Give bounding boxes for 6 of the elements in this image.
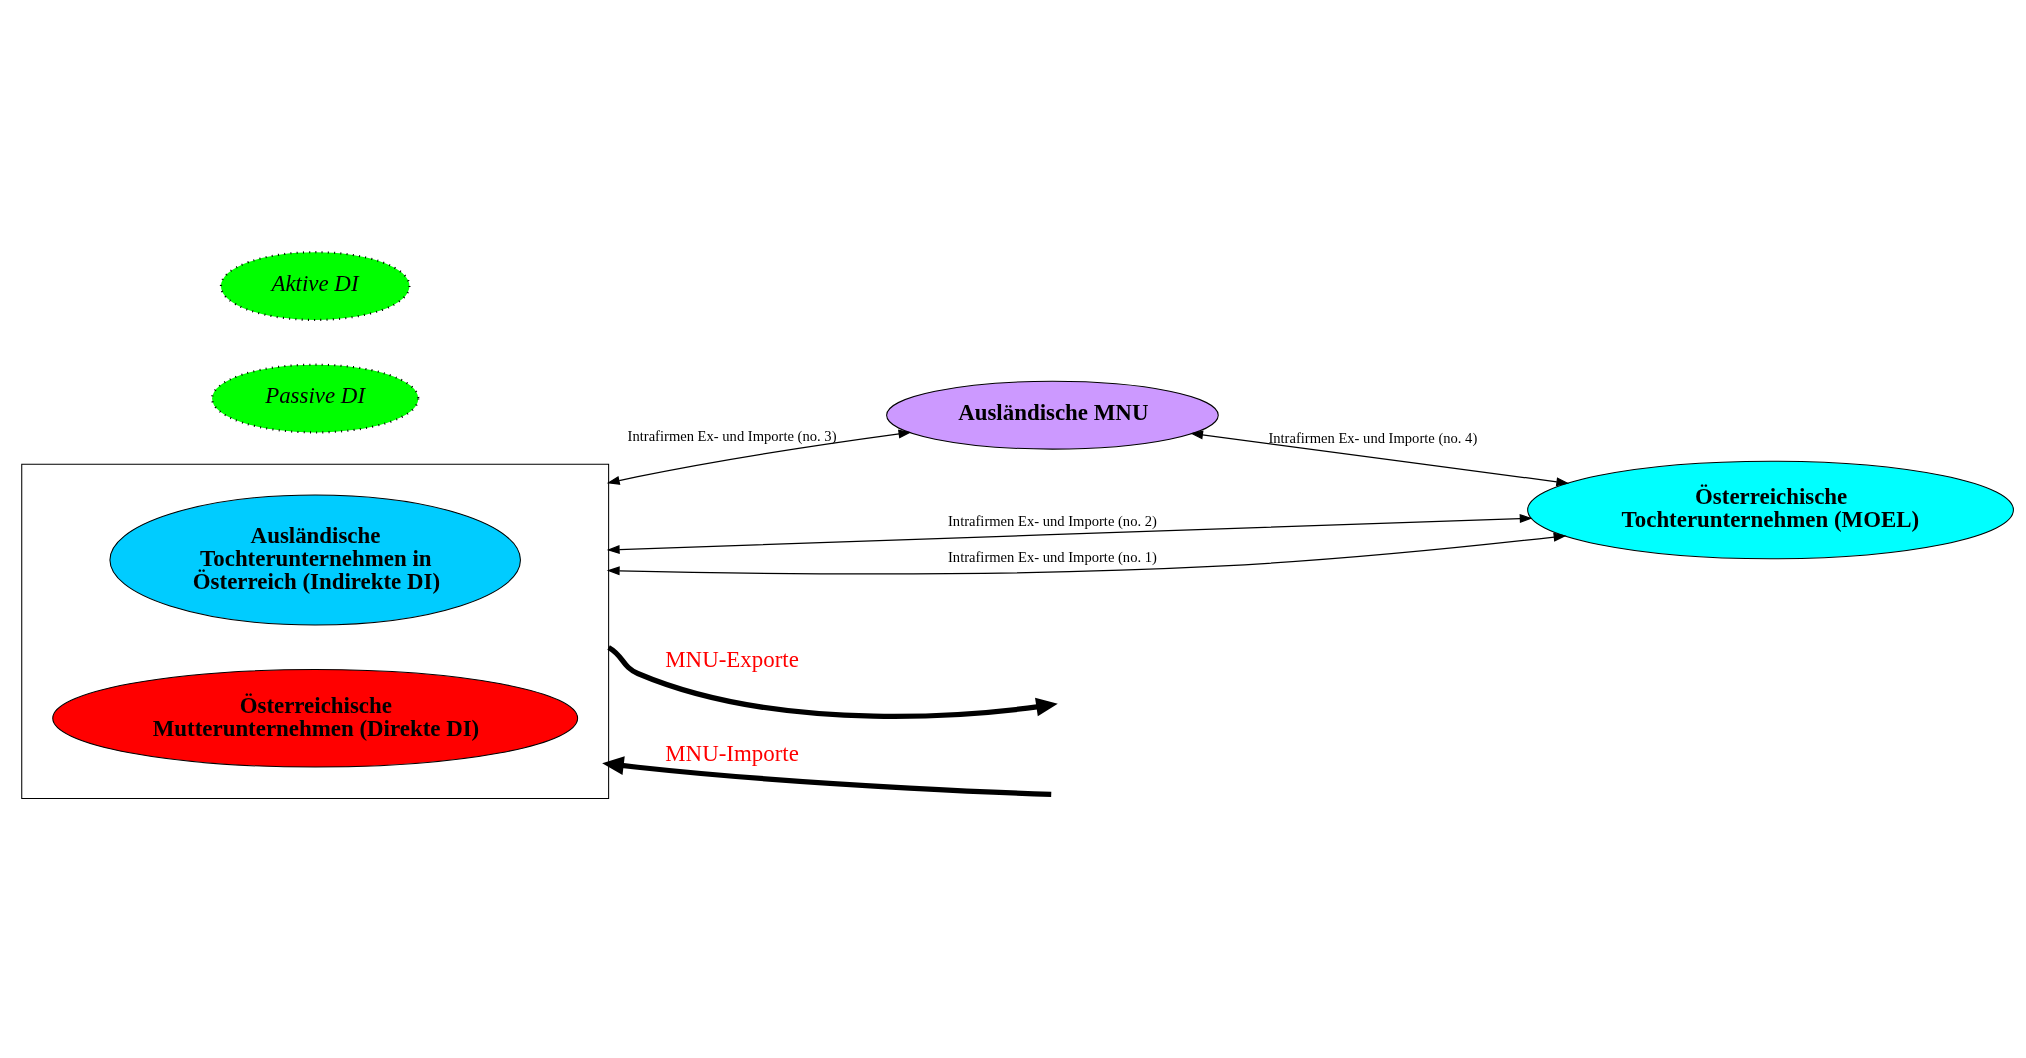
edge-label: Intrafirmen Ex- und Importe (no. 3) — [627, 427, 836, 444]
edge-label: MNU-Exporte — [664, 646, 799, 672]
edge-label: Intrafirmen Ex- und Importe (no. 4) — [1267, 428, 1477, 445]
edge-label: MNU-Importe — [664, 740, 799, 766]
edge-label: Intrafirmen Ex- und Importe (no. 1) — [947, 548, 1157, 565]
edge-label: Intrafirmen Ex- und Importe (no. 2) — [947, 512, 1157, 529]
